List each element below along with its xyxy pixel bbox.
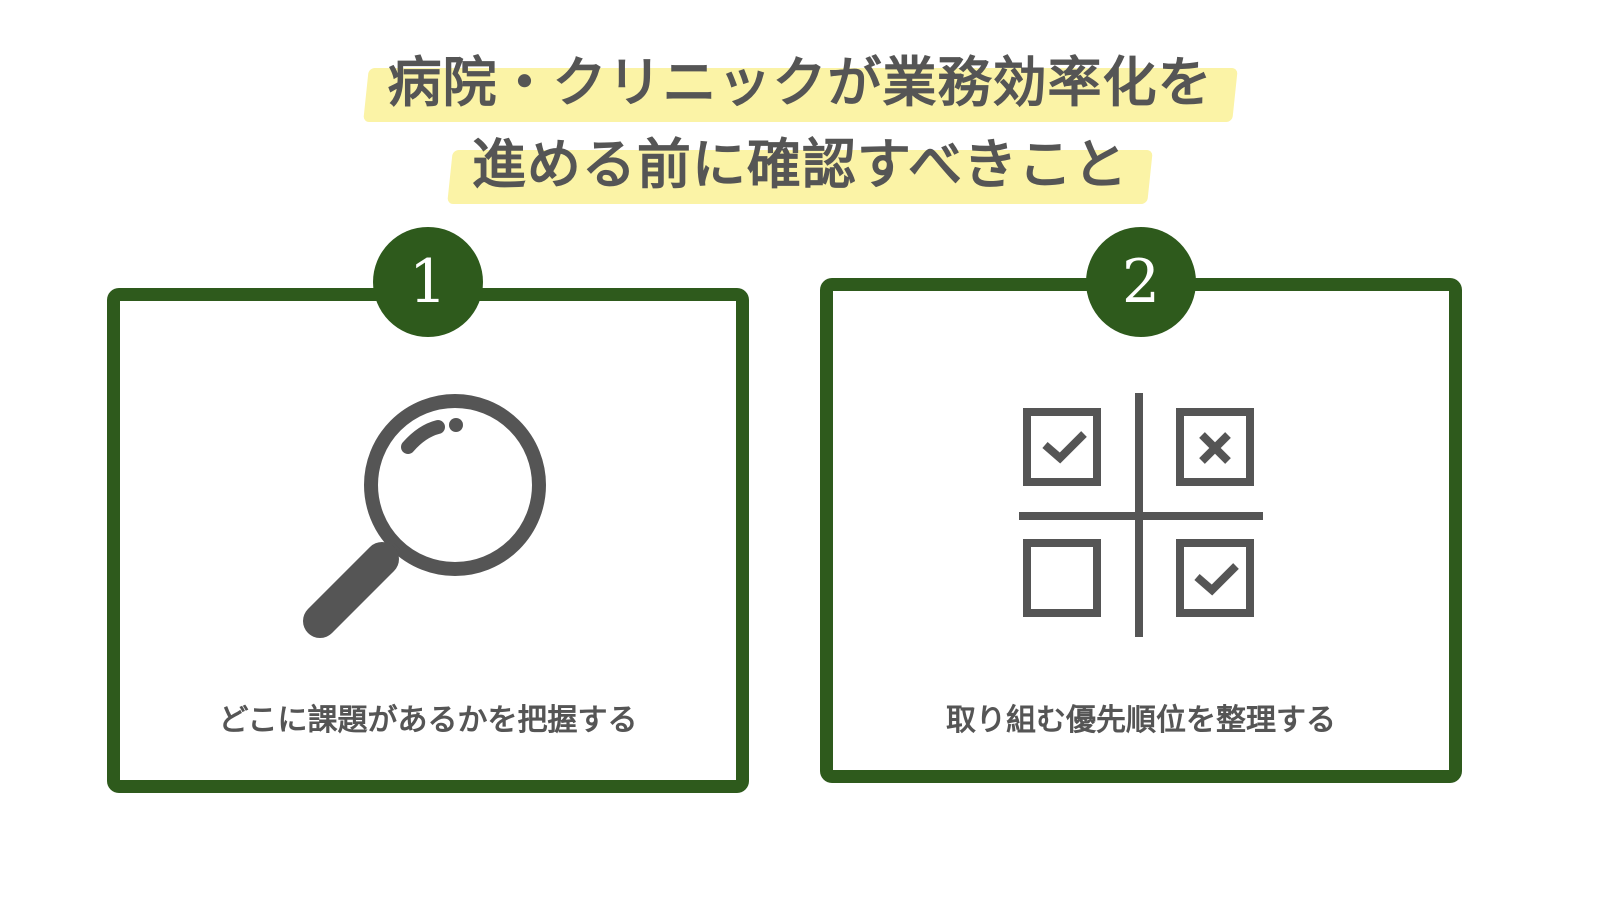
- page-title-line-2: 進める前に確認すべきこと: [0, 120, 1600, 199]
- step-caption-1: どこに課題があるかを把握する: [218, 703, 638, 738]
- title-highlight-1: 病院・クリニックが業務効率化を: [366, 38, 1235, 117]
- magnifying-glass-icon: [303, 394, 546, 638]
- step-card-1: [107, 288, 749, 793]
- step-caption-2: 取り組む優先順位を整理する: [946, 703, 1336, 738]
- page-title-line-1: 病院・クリニックが業務効率化を: [0, 38, 1600, 117]
- checkbox-matrix-icon: [1019, 393, 1263, 637]
- title-highlight-2: 進める前に確認すべきこと: [450, 120, 1150, 199]
- step-number-badge-1: 1: [373, 227, 483, 337]
- step-number-badge-2: 2: [1086, 227, 1196, 337]
